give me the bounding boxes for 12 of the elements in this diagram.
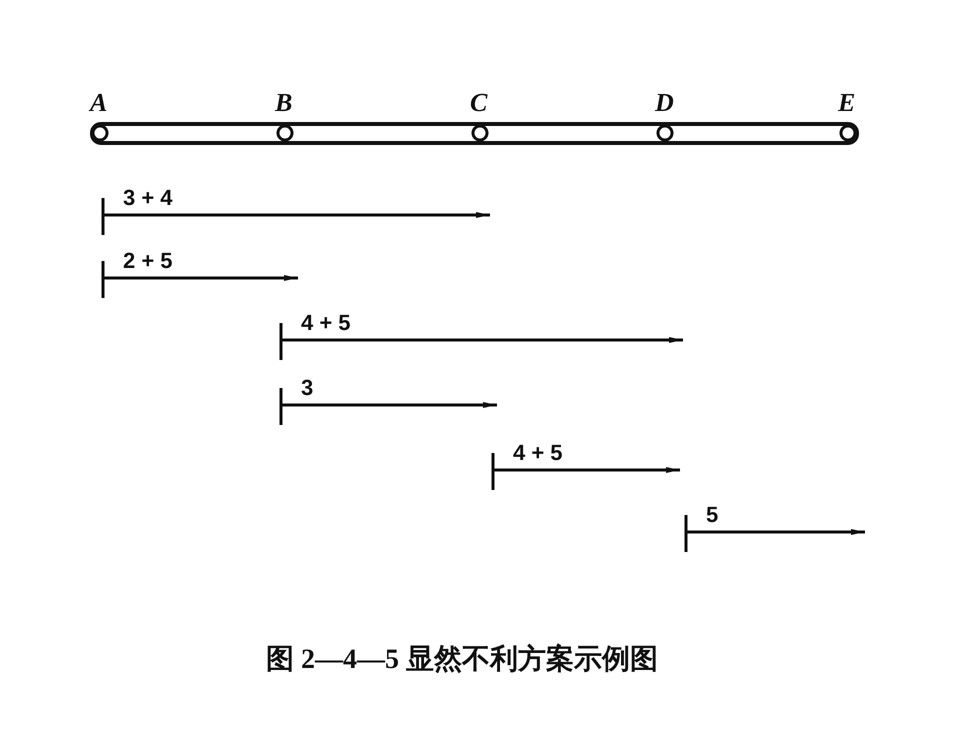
trip-label: 3 bbox=[301, 375, 314, 401]
trip-label: 3 + 4 bbox=[123, 185, 173, 211]
trip-label: 2 + 5 bbox=[123, 248, 173, 274]
station-label: B bbox=[275, 88, 292, 118]
station-label: C bbox=[470, 88, 488, 118]
trip-label: 4 + 5 bbox=[301, 310, 351, 336]
figure-caption: 图 2—4—5 显然不利方案示例图 bbox=[266, 642, 658, 677]
trip-label: 4 + 5 bbox=[513, 440, 563, 466]
station-label: D bbox=[655, 88, 674, 118]
station-label: E bbox=[838, 88, 856, 118]
station-label: A bbox=[90, 88, 108, 118]
trip-label: 5 bbox=[706, 502, 718, 528]
